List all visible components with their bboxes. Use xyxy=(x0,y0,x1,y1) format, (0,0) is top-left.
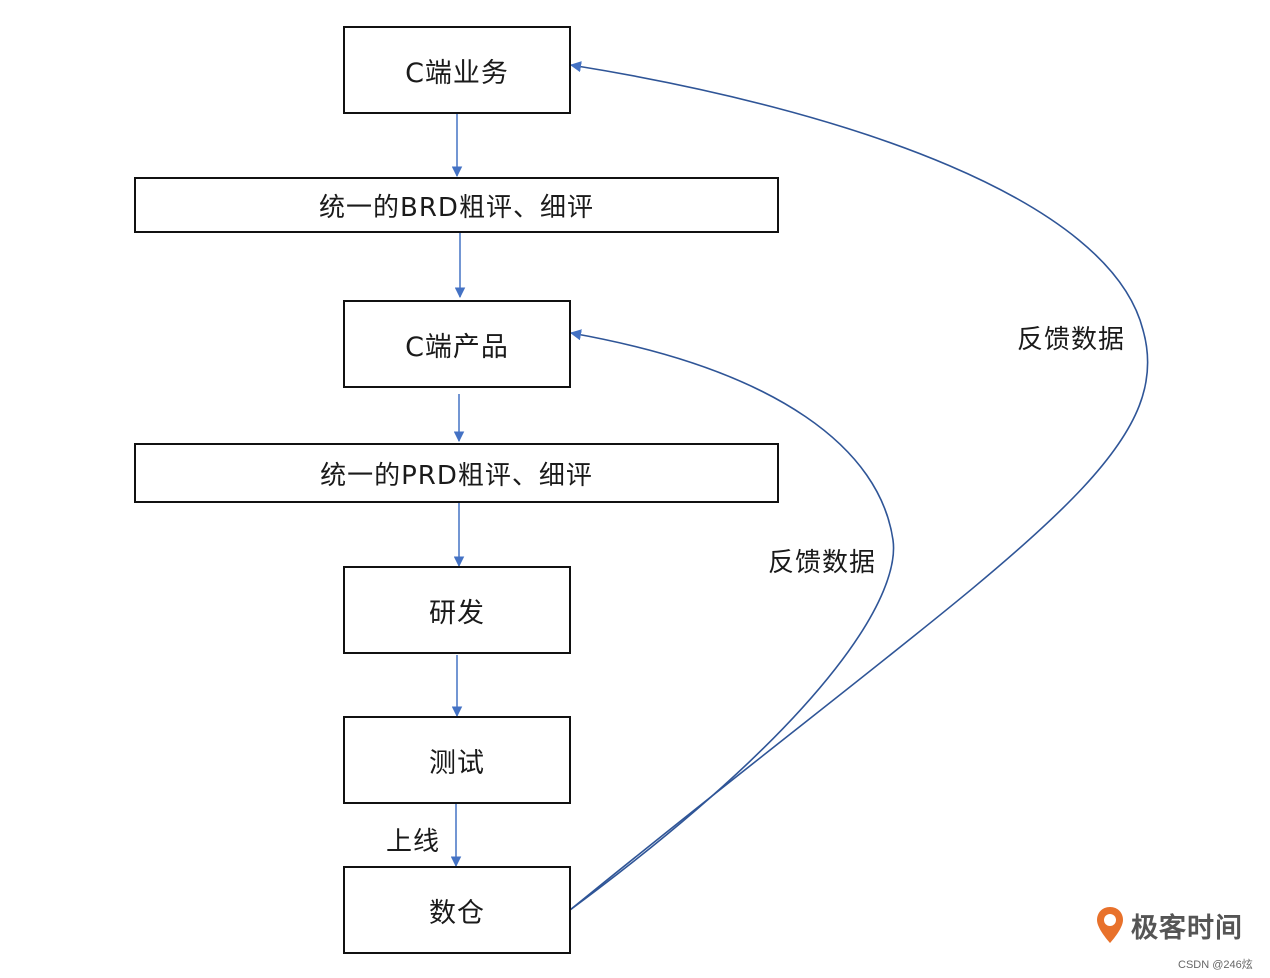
node-development-label: 研发 xyxy=(429,597,485,629)
node-prd-review: 统一的PRD粗评、细评 xyxy=(134,443,779,503)
logo-text: 极客时间 xyxy=(1131,912,1243,944)
feedback-curve-to-business xyxy=(569,61,1149,911)
credit-text: CSDN @246炫 xyxy=(1178,959,1253,971)
node-brd-review-label: 统一的BRD粗评、细评 xyxy=(319,192,594,223)
edge-label-go-live: 上线 xyxy=(386,827,441,857)
node-c-product-label: C端产品 xyxy=(405,331,509,363)
node-c-business: C端业务 xyxy=(343,26,571,114)
node-prd-review-label: 统一的PRD粗评、细评 xyxy=(320,460,593,491)
feedback-curve-to-product xyxy=(569,329,895,911)
edge-label-feedback-to-business: 反馈数据 xyxy=(1017,325,1126,355)
node-testing-label: 测试 xyxy=(429,747,485,779)
node-c-product: C端产品 xyxy=(343,300,571,388)
node-development: 研发 xyxy=(343,566,571,654)
node-testing: 测试 xyxy=(343,716,571,804)
location-pin-icon xyxy=(1097,907,1123,943)
node-brd-review: 统一的BRD粗评、细评 xyxy=(134,177,779,233)
node-c-business-label: C端业务 xyxy=(405,57,509,89)
node-data-warehouse: 数仓 xyxy=(343,866,571,954)
node-data-warehouse-label: 数仓 xyxy=(429,897,485,929)
edge-label-feedback-to-product: 反馈数据 xyxy=(768,548,877,578)
geekbang-logo: 极客时间 xyxy=(1095,905,1243,945)
